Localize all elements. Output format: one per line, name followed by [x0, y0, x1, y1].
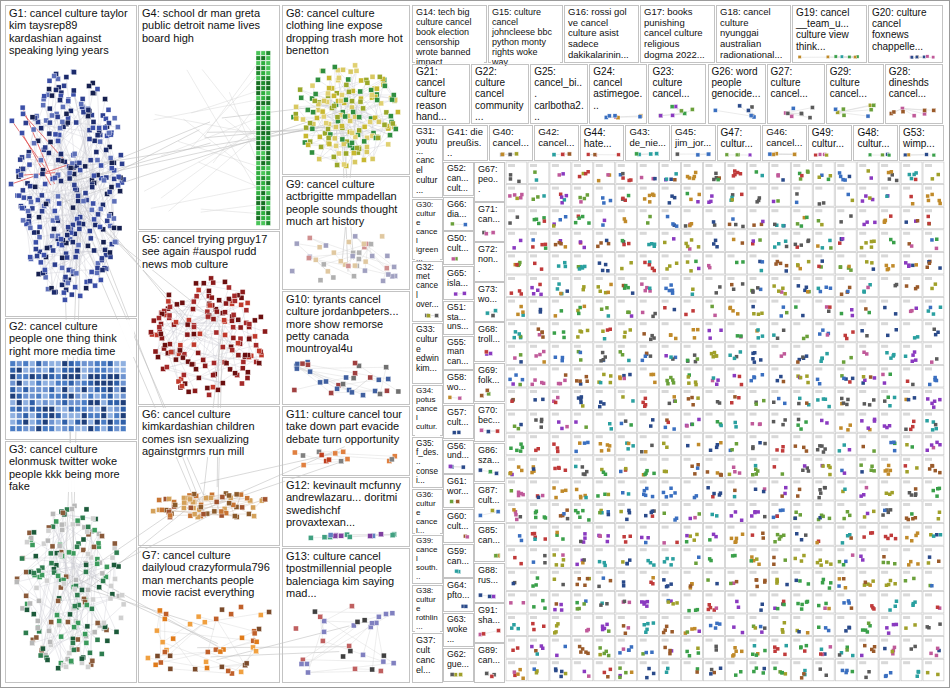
- graph-stage: G1: cancel culture taylor kim taysrep89 …: [0, 0, 950, 688]
